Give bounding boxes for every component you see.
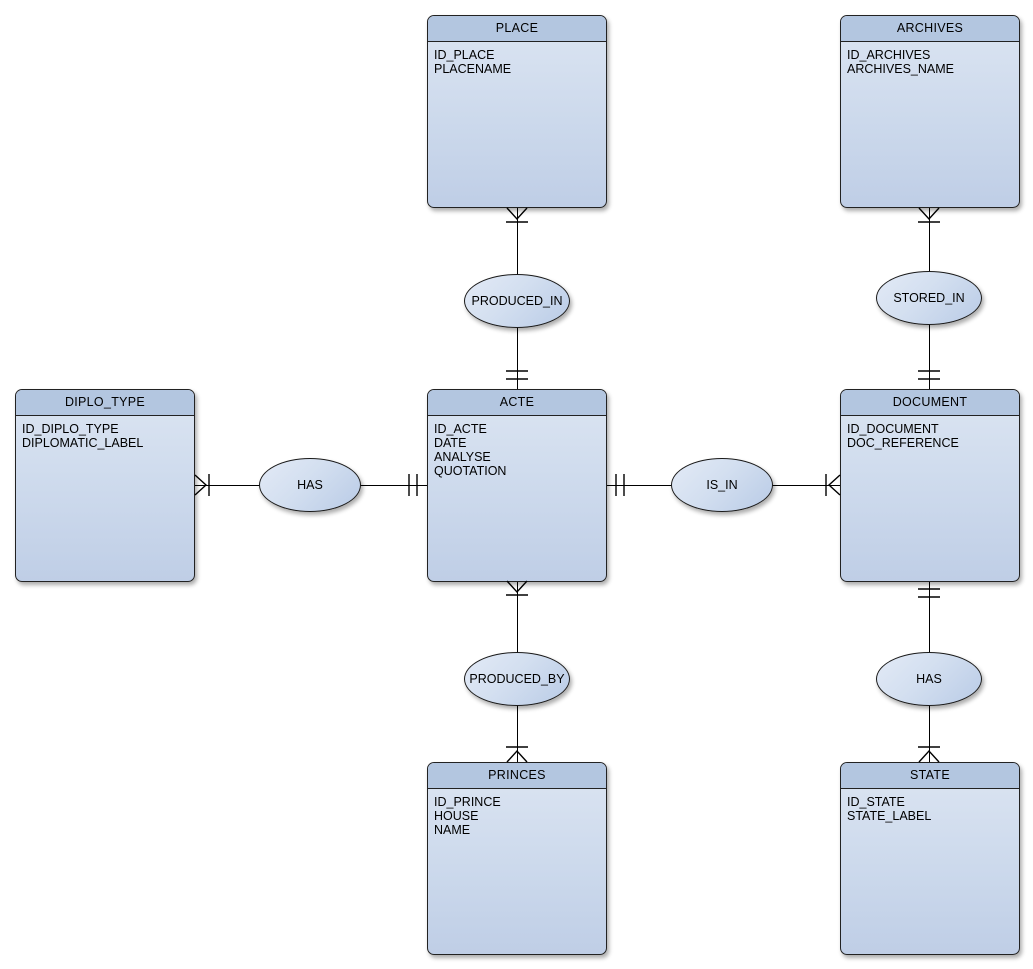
relationship-label: HAS [916,672,942,686]
relationship-is-in[interactable]: IS_IN [671,458,773,512]
entity-princes-attributes: ID_PRINCE HOUSE NAME [428,789,606,837]
relationship-label: PRODUCED_IN [471,294,563,308]
attribute: ID_STATE [847,795,905,809]
entity-acte[interactable]: ACTE ID_ACTE DATE ANALYSE QUOTATION [427,389,607,582]
attribute: DIPLOMATIC_LABEL [22,436,144,450]
entity-archives[interactable]: ARCHIVES ID_ARCHIVES ARCHIVES_NAME [840,15,1020,208]
entity-state-title: STATE [841,763,1019,789]
entity-document[interactable]: DOCUMENT ID_DOCUMENT DOC_REFERENCE [840,389,1020,582]
entity-diplo-type-title: DIPLO_TYPE [16,390,194,416]
entity-princes[interactable]: PRINCES ID_PRINCE HOUSE NAME [427,762,607,955]
attribute: ANALYSE [434,450,491,464]
entity-acte-title: ACTE [428,390,606,416]
attribute: QUOTATION [434,464,507,478]
entity-princes-title: PRINCES [428,763,606,789]
attribute: PLACENAME [434,62,512,76]
relationship-label: IS_IN [706,478,738,492]
attribute: ID_DIPLO_TYPE [22,422,119,436]
attribute: HOUSE [434,809,479,823]
relationship-has-document-state[interactable]: HAS [876,652,982,706]
entity-state[interactable]: STATE ID_STATE STATE_LABEL [840,762,1020,955]
attribute: ID_PLACE [434,48,495,62]
relationship-stored-in[interactable]: STORED_IN [876,271,982,325]
entity-place-title: PLACE [428,16,606,42]
entity-diplo-type[interactable]: DIPLO_TYPE ID_DIPLO_TYPE DIPLOMATIC_LABE… [15,389,195,582]
attribute: ID_ACTE [434,422,487,436]
attribute: ID_PRINCE [434,795,501,809]
relationship-label: PRODUCED_BY [469,672,565,686]
relationship-produced-by[interactable]: PRODUCED_BY [464,652,570,706]
relationship-label: STORED_IN [893,291,965,305]
entity-acte-attributes: ID_ACTE DATE ANALYSE QUOTATION [428,416,606,478]
entity-place-attributes: ID_PLACE PLACENAME [428,42,606,76]
attribute: DATE [434,436,467,450]
attribute: DOC_REFERENCE [847,436,959,450]
attribute: ID_DOCUMENT [847,422,939,436]
attribute: STATE_LABEL [847,809,932,823]
entity-archives-attributes: ID_ARCHIVES ARCHIVES_NAME [841,42,1019,76]
relationship-has-diplo-type-acte[interactable]: HAS [259,458,361,512]
entity-document-attributes: ID_DOCUMENT DOC_REFERENCE [841,416,1019,450]
relationship-produced-in[interactable]: PRODUCED_IN [464,274,570,328]
attribute: ID_ARCHIVES [847,48,931,62]
entity-diplo-type-attributes: ID_DIPLO_TYPE DIPLOMATIC_LABEL [16,416,194,450]
entity-document-title: DOCUMENT [841,390,1019,416]
relationship-label: HAS [297,478,323,492]
entity-place[interactable]: PLACE ID_PLACE PLACENAME [427,15,607,208]
attribute: ARCHIVES_NAME [847,62,954,76]
entity-state-attributes: ID_STATE STATE_LABEL [841,789,1019,823]
entity-archives-title: ARCHIVES [841,16,1019,42]
attribute: NAME [434,823,471,837]
